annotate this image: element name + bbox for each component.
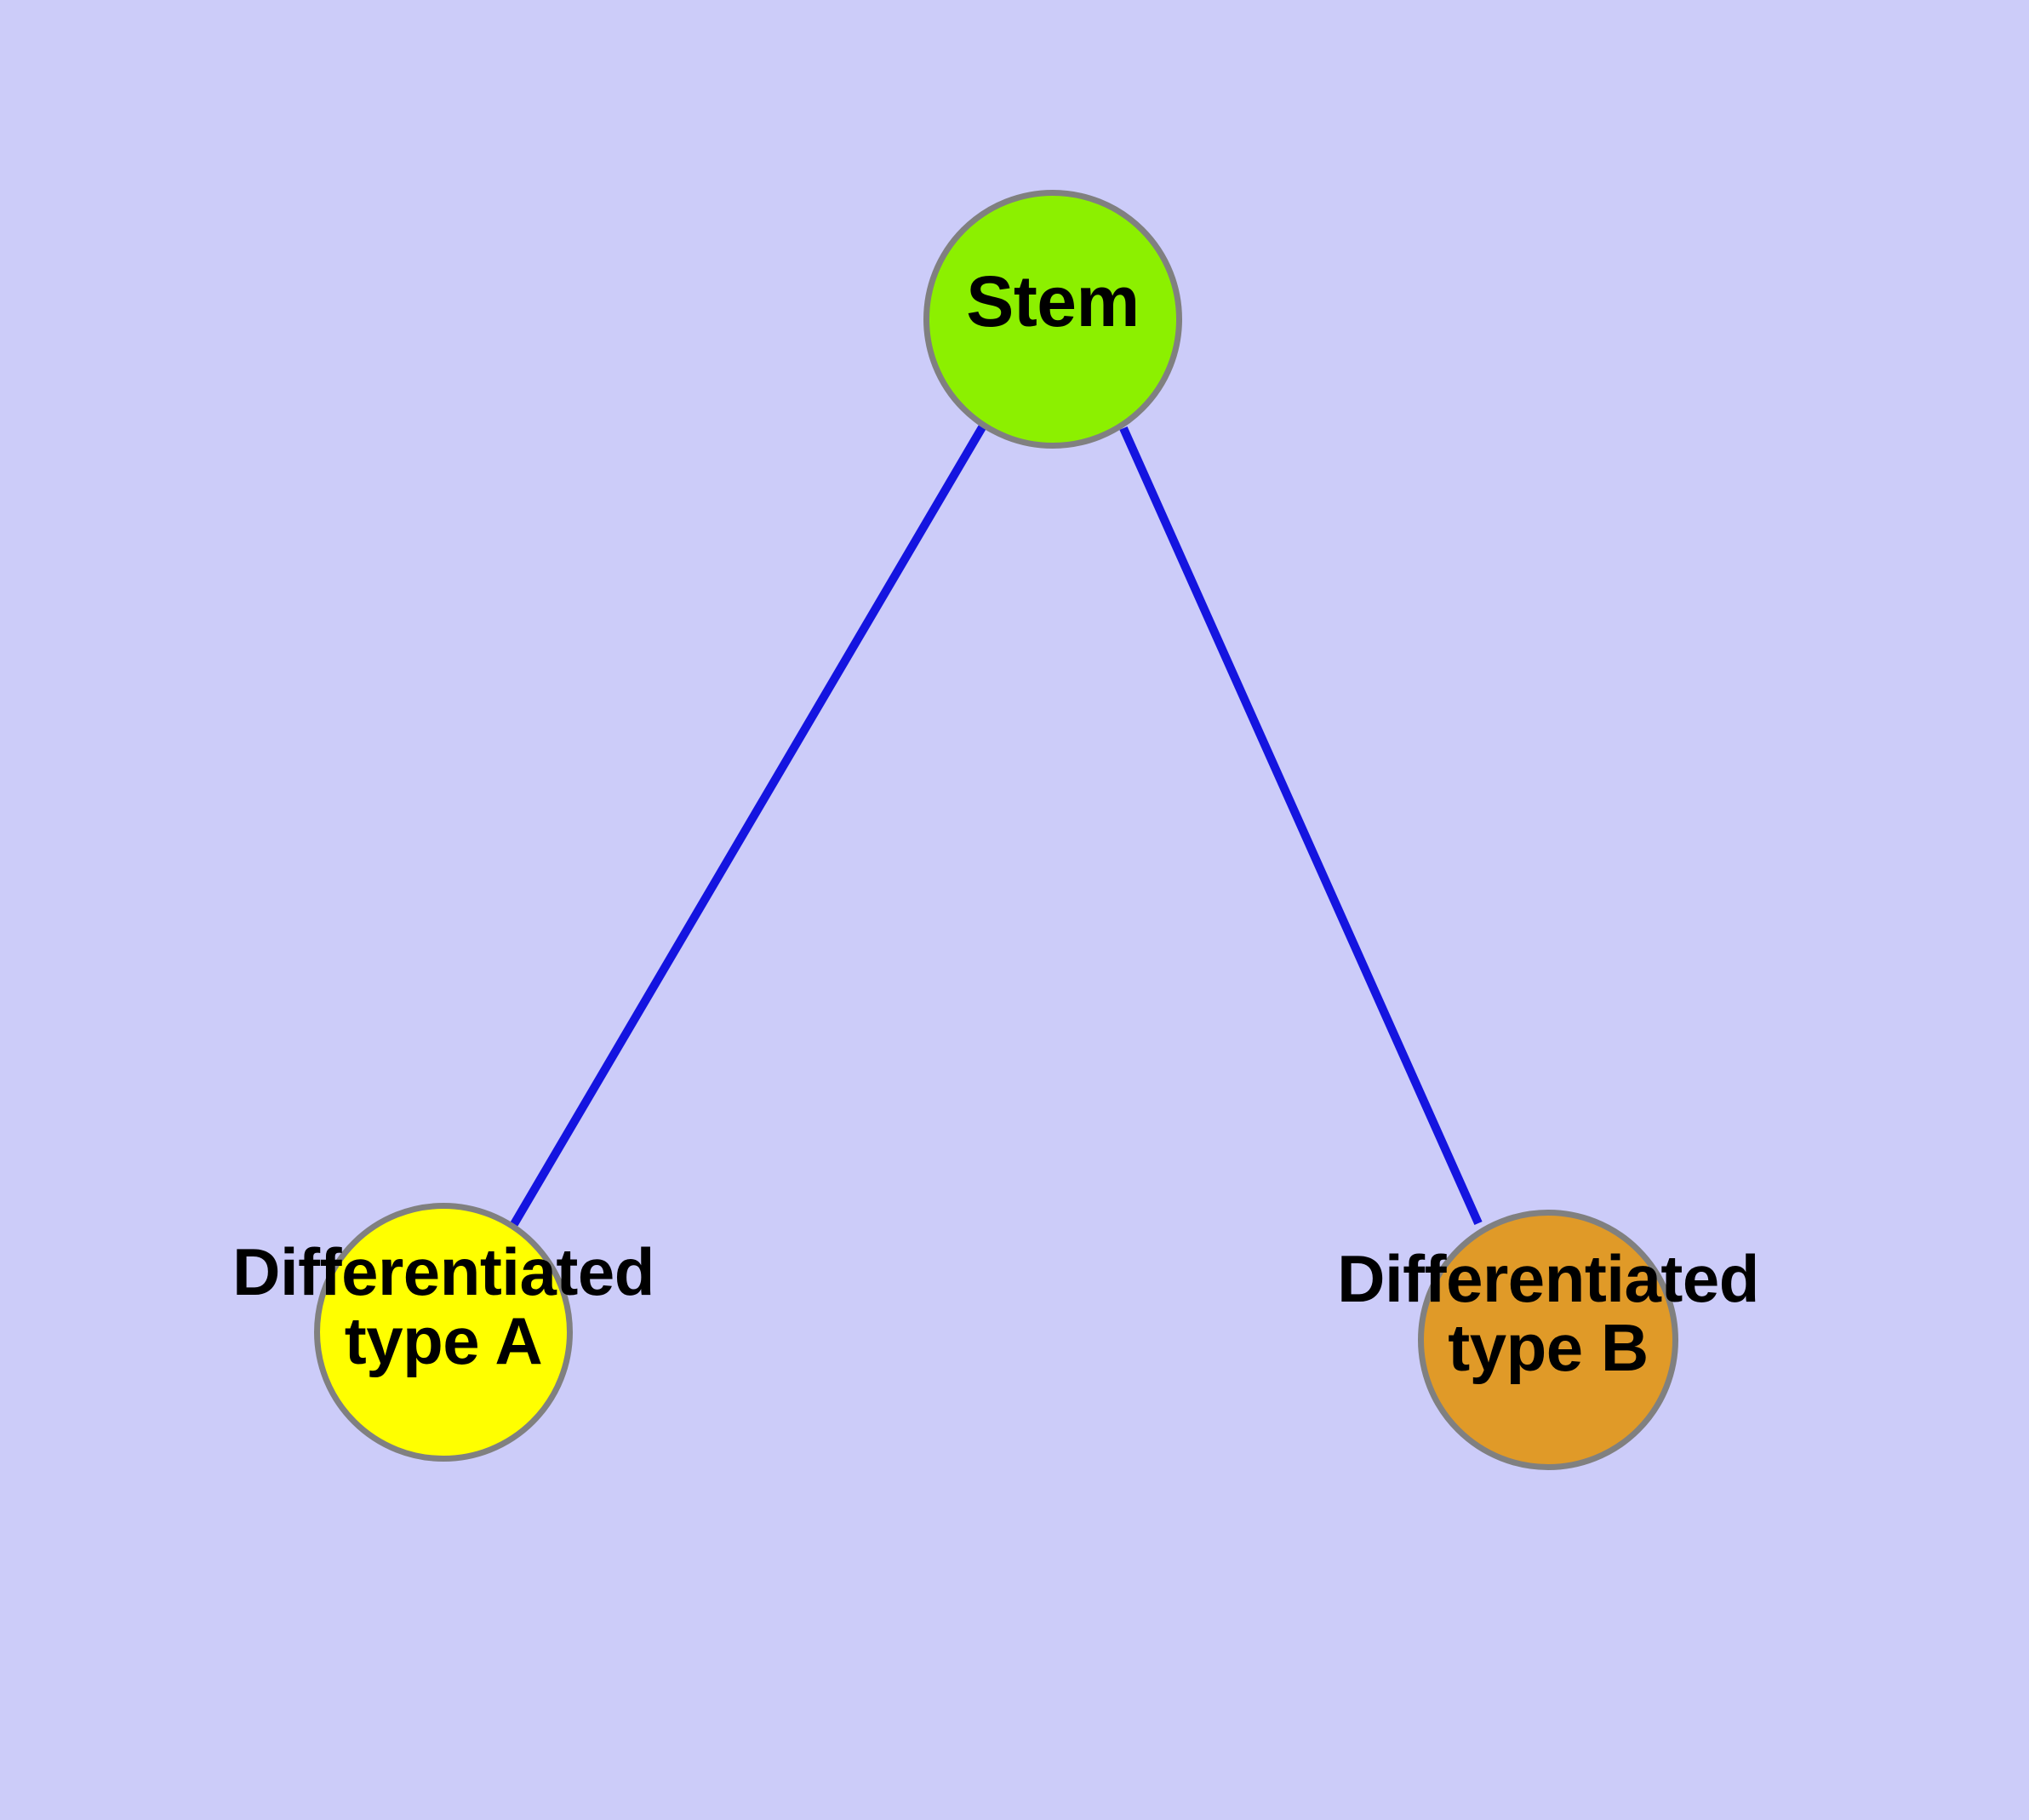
edge-stem-to-differentiated-type-b [1119, 426, 1483, 1226]
node-differentiated-type-a[interactable] [314, 1203, 573, 1462]
node-differentiated-type-b[interactable] [1418, 1210, 1678, 1470]
edge-stem-to-differentiated-type-a [510, 425, 986, 1227]
node-stem[interactable] [923, 190, 1182, 449]
